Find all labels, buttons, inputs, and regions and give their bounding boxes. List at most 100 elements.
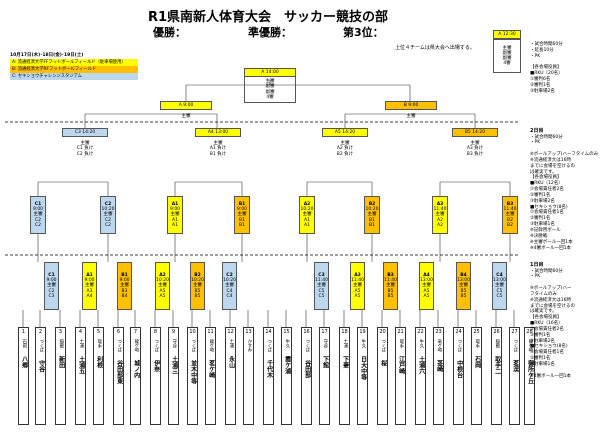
team-pref: つくば [266, 339, 272, 353]
team-name: 中根台 [455, 360, 463, 379]
team-pref: 取手 [398, 339, 404, 349]
team-name: 取手二 [493, 356, 501, 375]
r1-line: C4 [226, 288, 233, 294]
r1-line: C3 [48, 293, 55, 299]
r2-line: 主審 [103, 212, 113, 218]
qf-2-box: 主審 A1 負け B1 負け [195, 137, 241, 161]
team-pref: 土浦 [78, 339, 84, 349]
r1-time: 9:00 [46, 278, 57, 284]
team-pref: 龍ケ崎 [527, 339, 533, 353]
venue-b-legend: B: 流通経済大学RFフットボールフィールド [10, 66, 138, 73]
r1-line: A5 [159, 293, 166, 299]
r1-line: A3 [86, 288, 93, 294]
venue-b-label: B: 流通経済大学RFフットボールフィールド [12, 67, 97, 72]
team-pref: つくば [304, 339, 310, 353]
qf-line: B1 負け [209, 151, 227, 157]
semi-2-header: B 9:00 [385, 101, 437, 110]
team-name: 永山 [227, 356, 235, 369]
r2-line: B1 [239, 217, 245, 223]
team-num: 5 [96, 329, 101, 335]
qf-3-box: 主審 A2 負け B2 負け [322, 137, 368, 161]
r1-line: 主審 [225, 283, 234, 289]
r1-line: A5 [423, 288, 430, 294]
team-num: 12 [227, 329, 234, 335]
team-name: 新田 [57, 356, 65, 369]
r2-line: B1 [369, 222, 375, 228]
venue-a-legend: A: 流通経済大学FFフットボールフィールド（駐車場使用） [10, 59, 138, 66]
final-box-line: 4審 [503, 61, 511, 67]
r1-id: B1 [121, 273, 128, 279]
r2-id: A3 [436, 202, 444, 208]
r1-id: A1 [86, 273, 93, 279]
team-pref: つくば [512, 339, 518, 353]
bracket-lines [5, 80, 520, 327]
qf-line: 主審 [80, 141, 90, 147]
r1-line: C5 [496, 293, 503, 299]
r1-time: 11:40 [315, 278, 328, 284]
side-note-text: ・試合時間60分 ・PK ※ボールアップ(ハー フタイムのみ ※流通経済大は16… [530, 268, 575, 379]
team-name: 桜 [379, 360, 387, 367]
team-num: 25 [473, 329, 480, 335]
r2-line: A1 [304, 222, 310, 228]
team-pref: 石岡 [21, 339, 27, 349]
team-pref: 牛久 [284, 339, 290, 349]
r1-time: 10:20 [156, 278, 169, 284]
qf-line: C2 負け [76, 151, 94, 157]
r2-line: 主審 [367, 212, 377, 218]
team-num: 14 [265, 329, 272, 335]
r2-time: 9:00 [169, 207, 181, 213]
r1-line: B5 [194, 293, 201, 299]
team-num: 3 [58, 329, 63, 335]
r1-time: 11:40 [384, 278, 397, 284]
r2-time: 9:00 [32, 207, 44, 213]
r1-line: A5 [354, 288, 361, 294]
team-name: 土浦六 [417, 356, 425, 375]
third-place-label: 第3位： [343, 26, 384, 39]
r1-line: C4 [226, 293, 233, 299]
r1-id: A3 [354, 273, 361, 279]
r1-line: B5 [194, 288, 201, 294]
final-box-line: 副審 [502, 50, 512, 56]
team-name: 八郷 [20, 356, 28, 369]
runner-up-label: 準優勝： [248, 26, 292, 39]
team-num: 11 [207, 329, 214, 335]
team-num: 20 [379, 329, 386, 335]
final-line: 副審 [265, 89, 275, 95]
side-note-title: 2日目 [530, 128, 544, 134]
qf-2-header: A4 13:00 [195, 128, 241, 137]
r2-line: A1 [304, 217, 310, 223]
r1-line: C5 [318, 288, 325, 294]
team-name: 霞ケ浦 [283, 356, 291, 375]
r1-line: 主審 [158, 283, 167, 289]
final-line: 4審 [266, 94, 274, 100]
team-name: 茗渓 [511, 360, 519, 373]
r1-line: 主審 [495, 283, 504, 289]
venue-c-label: C: セキショウチャレンジスタジアム [12, 74, 82, 79]
r2-id: A1 [171, 202, 179, 208]
r1-line: 主審 [353, 283, 362, 289]
team-name: 御所ケ丘 [526, 360, 534, 385]
side-note-text: ・試合時間60分 ・PK ※ボールアップ(ハーフタイムのみ ※流通経済大は16時… [530, 134, 599, 251]
team-name: 谷田部東 [115, 360, 123, 385]
side-note-day1: 1日目・試合時間60分 ・PK ※ボールアップ(ハー フタイムのみ ※流通経済大… [530, 262, 575, 380]
r2-line: B2 [507, 222, 513, 228]
team-pref: 守谷 [171, 339, 177, 349]
